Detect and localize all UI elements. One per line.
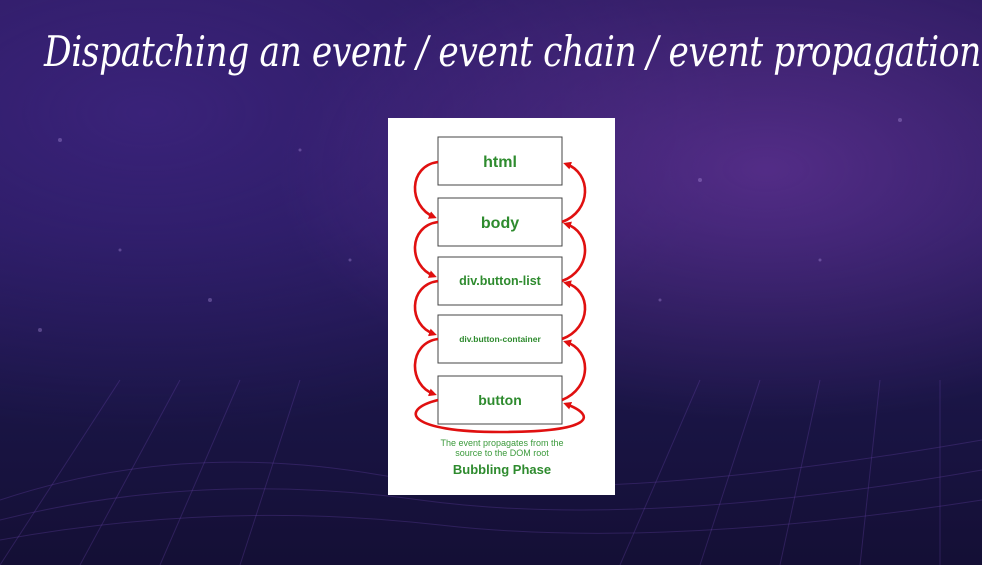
arrow-left-2 (413, 220, 439, 278)
diagram-canvas: html body div.button-list div.button-con… (413, 136, 587, 477)
node-label-html: html (483, 154, 517, 171)
arrow-left-4 (413, 337, 439, 397)
arrow-right-1 (561, 339, 587, 402)
node-label-div-button-container: div.button-container (459, 334, 541, 344)
node-label-div-button-list: div.button-list (459, 274, 542, 288)
node-label-body: body (481, 215, 519, 232)
caption-line-2: source to the DOM root (455, 448, 549, 458)
phase-label: Bubbling Phase (453, 462, 551, 477)
arrow-left-1 (413, 160, 439, 219)
node-label-button: button (478, 392, 522, 408)
arrow-left-3 (413, 279, 439, 337)
caption-line-1: The event propagates from the (440, 438, 563, 448)
slide-title: Dispatching an event / event chain / eve… (44, 27, 982, 76)
arrow-right-3 (561, 221, 587, 283)
arrow-right-4 (561, 161, 587, 224)
arrow-right-2 (561, 280, 587, 341)
bubbling-diagram: html body div.button-list div.button-con… (388, 118, 615, 495)
arrow-bottom-loop (414, 398, 586, 434)
node-box-html (437, 136, 563, 186)
